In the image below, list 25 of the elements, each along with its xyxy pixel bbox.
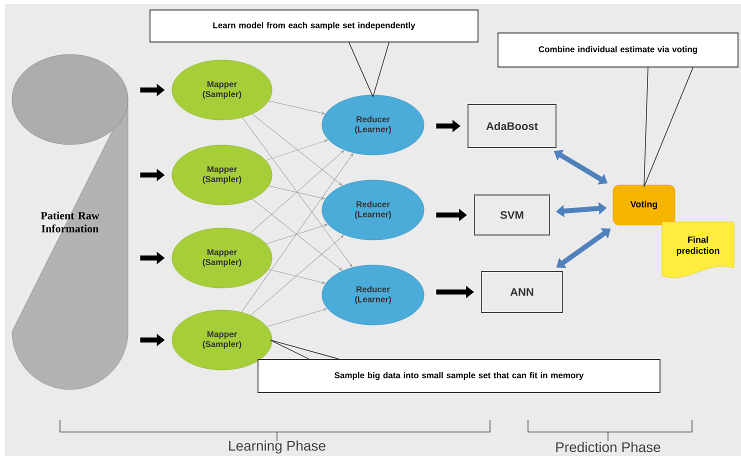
callout-pointer bbox=[644, 67, 694, 188]
classifier-box: AdaBoost bbox=[468, 104, 556, 148]
arrow bbox=[266, 224, 328, 244]
arrow bbox=[266, 140, 328, 161]
callout-box: Combine individual estimate via voting bbox=[498, 32, 738, 68]
arrow bbox=[252, 114, 342, 186]
arrow bbox=[250, 150, 344, 234]
arrow bbox=[268, 269, 326, 284]
phase-label: Prediction Phase bbox=[556, 442, 660, 452]
callout-pointer bbox=[270, 340, 340, 360]
phase-label: Learning Phase bbox=[229, 440, 326, 454]
cylinder: Patient Raw Information bbox=[12, 54, 128, 390]
callout-box: Learn model from each sample set independently bbox=[150, 10, 478, 42]
arrow bbox=[252, 198, 342, 271]
arrow bbox=[268, 100, 325, 114]
classifier-box: SVM bbox=[474, 194, 550, 236]
voting-box: Voting bbox=[612, 184, 676, 226]
arrow bbox=[250, 235, 344, 316]
arrow bbox=[266, 308, 327, 327]
classifier-box: ANN bbox=[481, 271, 563, 313]
callout-box: Sample big data into small sample set that can fit in memory bbox=[258, 359, 660, 393]
arrow bbox=[268, 186, 325, 200]
arrow bbox=[241, 153, 354, 312]
callout-pointer bbox=[348, 42, 390, 98]
arrow bbox=[242, 117, 352, 267]
